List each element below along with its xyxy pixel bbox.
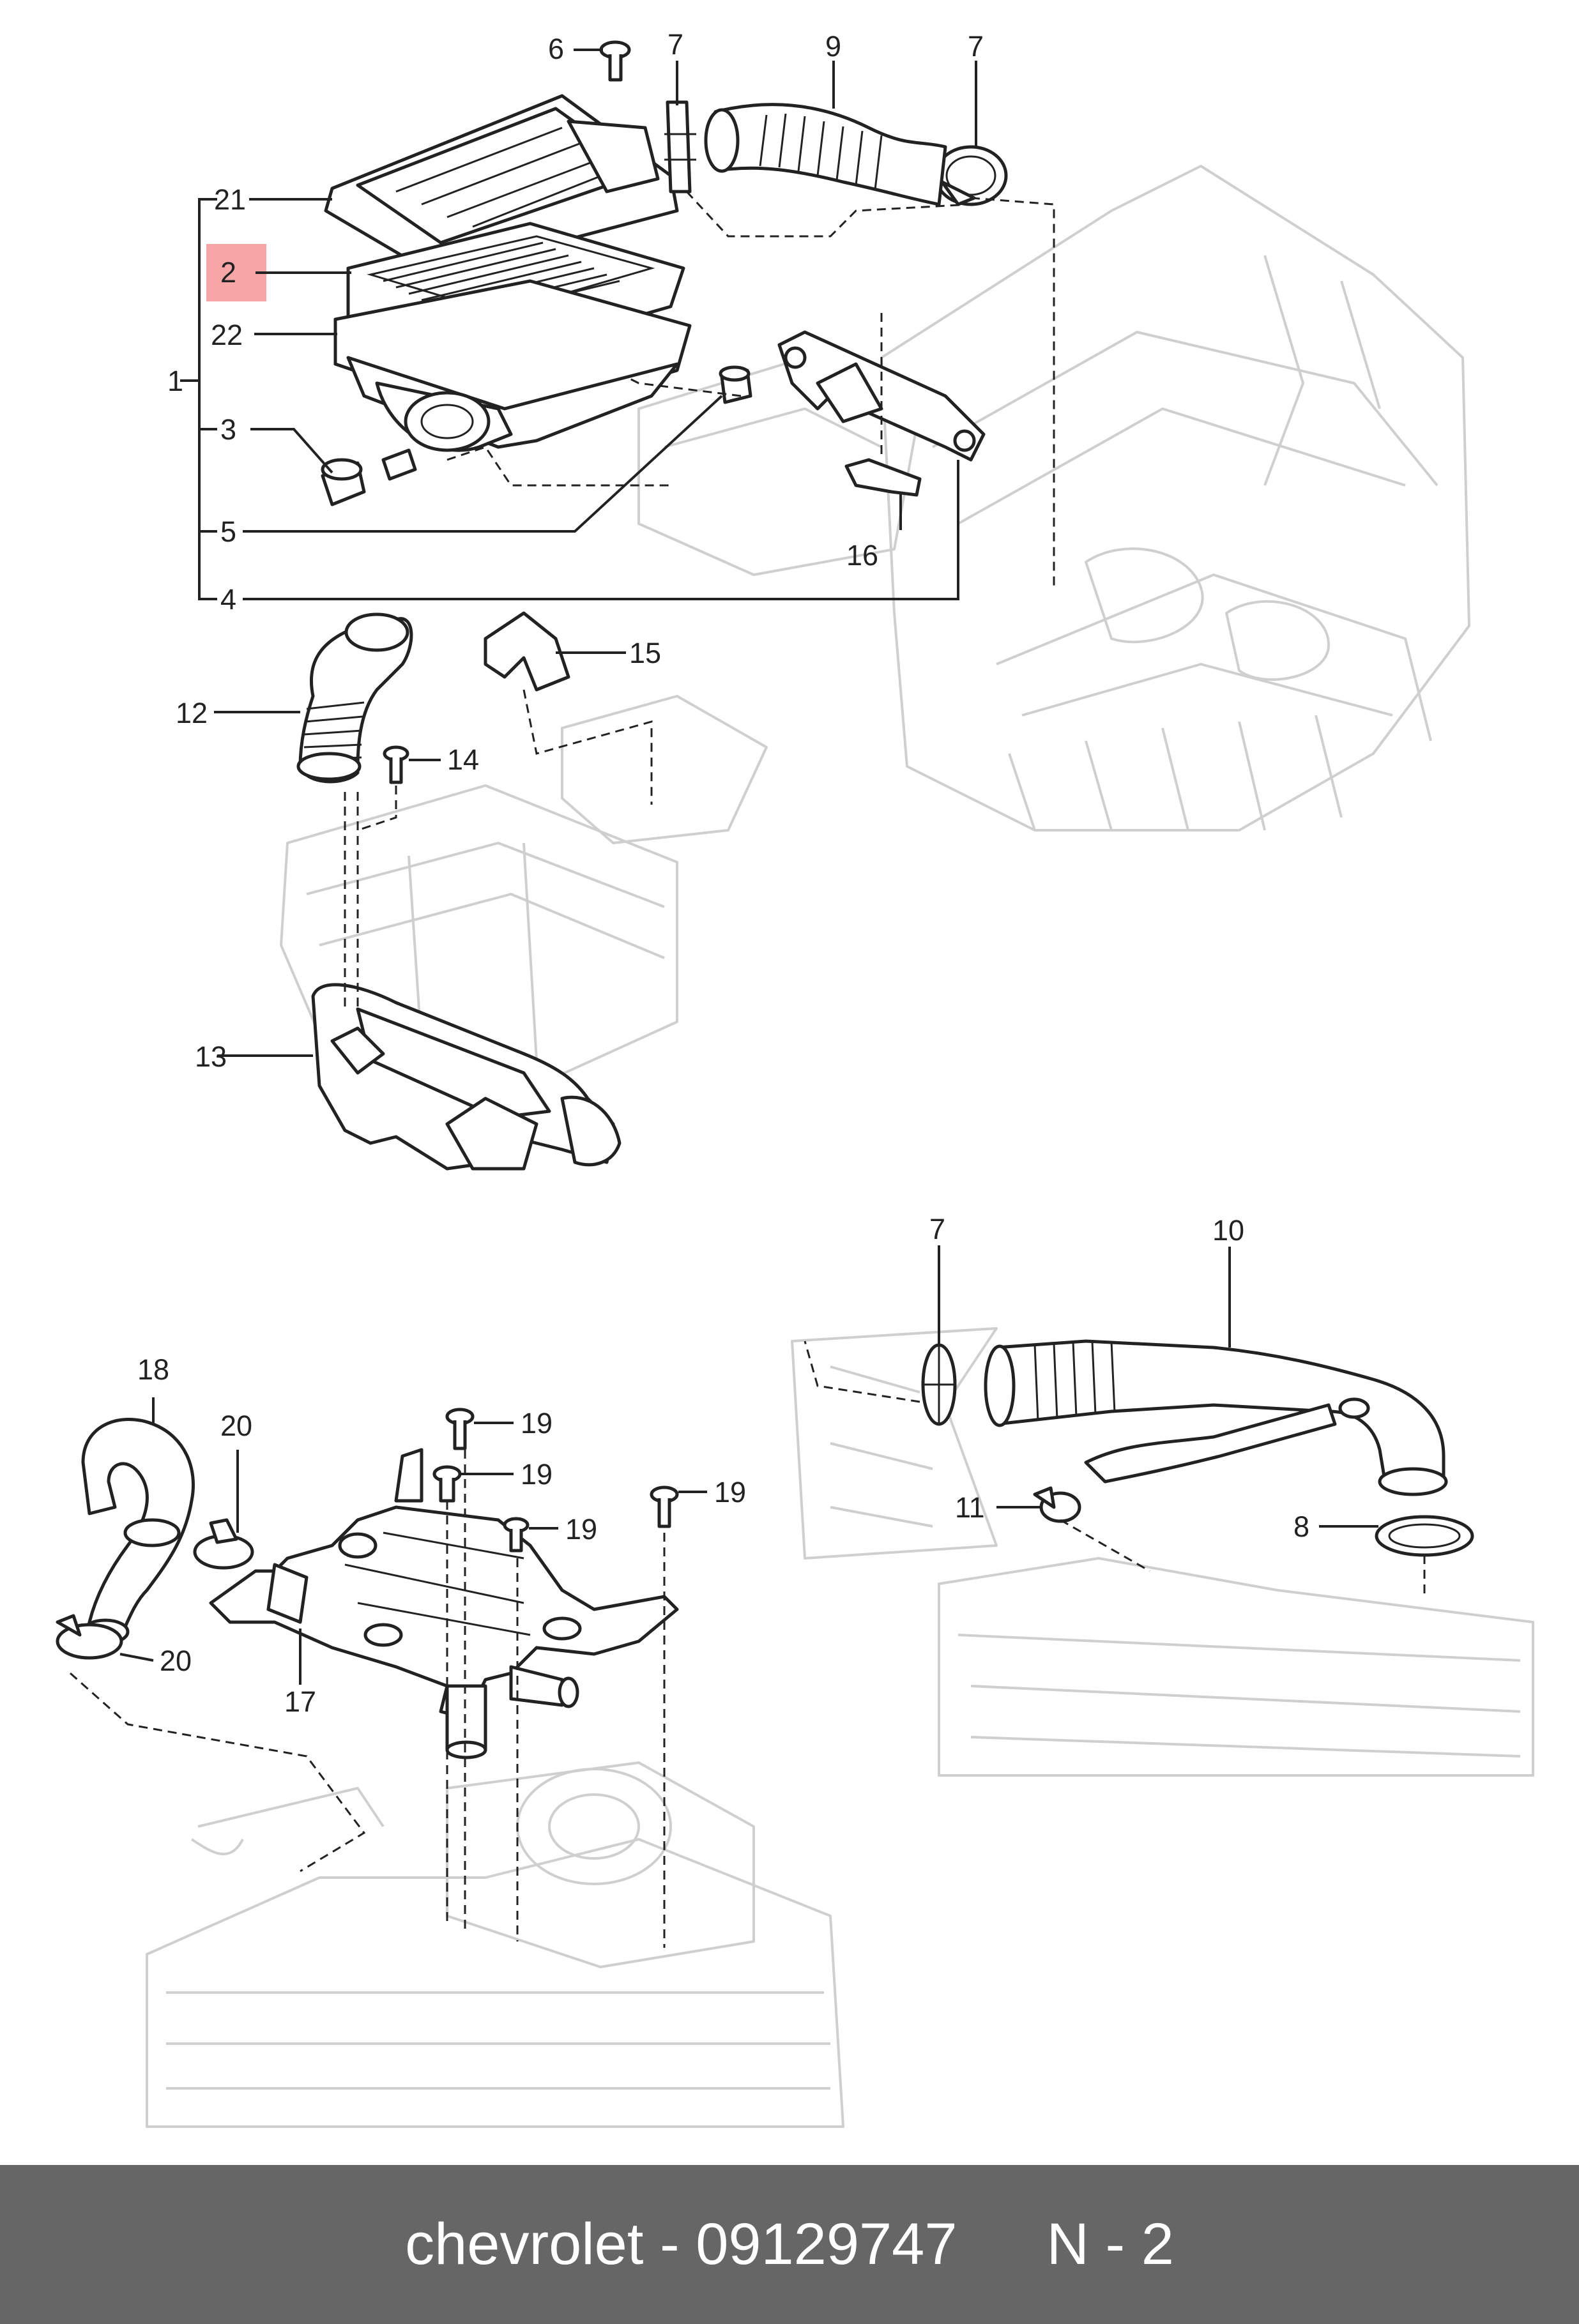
part-number: 09129747 [696, 2212, 957, 2277]
callout-label: 20 [220, 1409, 252, 1442]
alignment-dashes [70, 190, 1426, 1948]
callout-label: 2 [220, 256, 236, 289]
intake-duct-9 [704, 103, 947, 206]
callout-label: 19 [521, 1407, 553, 1439]
callout-label: 9 [825, 30, 841, 63]
callout-label: 19 [565, 1513, 597, 1546]
bolt-19-b [432, 1465, 462, 1503]
callout-label: 12 [176, 697, 208, 729]
callout-label: 5 [220, 515, 236, 548]
exploded-parts-diagram: 21 2 22 1 3 5 4 6 7 9 7 16 12 15 14 13 7… [56, 28, 1534, 2128]
brand-name: chevrolet [405, 2212, 644, 2277]
bolt-14 [383, 745, 409, 784]
clamp-20-upper [193, 1518, 254, 1570]
callout-label: 20 [160, 1644, 192, 1677]
engine-background-outline [146, 165, 1534, 2128]
clip-15 [484, 611, 570, 692]
bolt-19-a [445, 1408, 475, 1450]
part-code: N - 2 [1046, 2212, 1174, 2277]
callout-label: 17 [284, 1685, 316, 1718]
callout-label: 4 [220, 583, 236, 616]
resonator-13 [311, 983, 622, 1171]
footer-bar: chevrolet - 09129747 N - 2 [0, 2165, 1579, 2324]
clamp-11 [1033, 1486, 1081, 1523]
callout-label: 3 [220, 413, 236, 446]
callout-labels: 21 2 22 1 3 5 4 6 7 9 7 16 12 15 14 13 7… [137, 28, 1309, 1718]
callout-label: 7 [929, 1213, 945, 1245]
leader-lines [119, 49, 1378, 1685]
mounting-bracket-4 [777, 330, 986, 462]
callout-label: 1 [167, 365, 183, 397]
clip-16 [844, 458, 922, 497]
clamp-7-upper-left [664, 100, 696, 194]
callout-label: 19 [714, 1476, 746, 1508]
intake-duct-10 [984, 1339, 1448, 1496]
callout-label: 18 [137, 1353, 169, 1386]
hose-18 [81, 1418, 195, 1645]
bolt-19-d [650, 1485, 679, 1528]
grommet-part [321, 448, 417, 506]
callout-label: 21 [214, 183, 246, 216]
air-cleaner-lower-housing [333, 279, 692, 452]
callout-label: 15 [629, 637, 661, 669]
clamp-8 [1375, 1515, 1474, 1557]
callout-label: 14 [447, 743, 479, 776]
clamp-7-lower [921, 1343, 957, 1426]
callout-label: 6 [548, 33, 564, 65]
bushing-5 [719, 365, 752, 404]
bolt-6 [599, 40, 631, 82]
callout-label: 8 [1293, 1510, 1309, 1543]
callout-label: 19 [521, 1458, 553, 1491]
callout-label: 16 [846, 539, 878, 572]
callout-label: 7 [667, 28, 683, 61]
assembly-bracket [180, 198, 217, 600]
callout-label: 22 [211, 319, 243, 351]
coolant-manifold-17 [209, 1448, 679, 1759]
bolt-19-c [503, 1517, 530, 1553]
callout-label: 13 [195, 1040, 227, 1073]
clamp-20-lower [56, 1614, 123, 1660]
air-cleaner-upper-housing [324, 94, 679, 277]
separator: - [643, 2212, 696, 2277]
callout-label: 10 [1212, 1214, 1244, 1247]
intake-hose-12 [296, 612, 413, 784]
clamp-7-upper-right [934, 145, 1008, 206]
callout-label: 7 [968, 30, 984, 63]
callout-label: 11 [955, 1491, 985, 1524]
